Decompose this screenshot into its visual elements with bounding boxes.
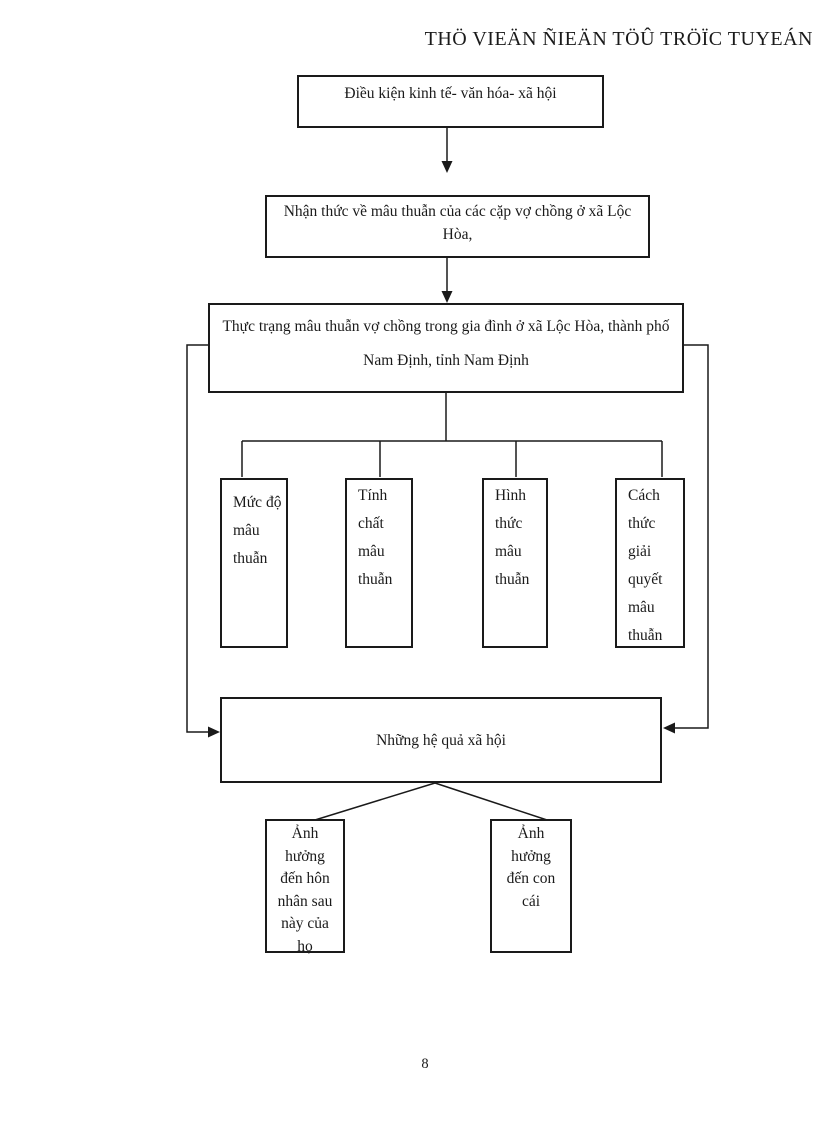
node-economic-conditions: Điều kiện kinh tế- văn hóa- xã hội: [297, 75, 604, 128]
node-conflict-level: Mức độ mâu thuẫn: [220, 478, 288, 648]
connector-consequences-marriage: [314, 782, 436, 821]
node-children-impact-label: Ảnh hưởng đến con cái: [506, 825, 556, 910]
node-economic-conditions-label: Điều kiện kinh tế- văn hóa- xã hội: [344, 85, 557, 102]
node-marriage-impact: Ảnh hưởng đến hôn nhân sau này của họ: [265, 819, 345, 955]
node-conflict-form-label: Hình thức mâu thuẫn: [495, 487, 530, 588]
connector-left-loop: [186, 344, 209, 733]
node-conflict-form: Hình thức mâu thuẫn: [482, 478, 548, 648]
node-conflict-nature: Tính chất mâu thuẫn: [345, 478, 413, 648]
node-social-consequences: Những hệ quả xã hội: [220, 697, 662, 783]
arrowhead-down-icon: [441, 291, 453, 303]
arrowhead-down-icon: [441, 161, 453, 173]
node-marriage-impact-label: Ảnh hưởng đến hôn nhân sau này của họ: [277, 825, 333, 955]
node-conflict-resolution: Cách thức giải quyết mâu thuẫn: [615, 478, 685, 648]
page-number: 8: [421, 1056, 429, 1072]
node-social-consequences-label: Những hệ quả xã hội: [376, 731, 506, 749]
connector-consequences-children: [434, 782, 548, 821]
node-conflict-awareness: Nhận thức về mâu thuẫn của các cặp vợ ch…: [265, 195, 650, 258]
node-conflict-awareness-label: Nhận thức về mâu thuẫn của các cặp vợ ch…: [283, 203, 632, 243]
arrowhead-left-icon: [663, 722, 675, 734]
node-conflict-reality: Thực trạng mâu thuẫn vợ chồng trong gia …: [208, 303, 684, 393]
node-conflict-nature-label: Tính chất mâu thuẫn: [358, 487, 393, 588]
node-conflict-reality-label: Thực trạng mâu thuẫn vợ chồng trong gia …: [222, 318, 670, 369]
node-conflict-resolution-label: Cách thức giải quyết mâu thuẫn: [628, 487, 663, 644]
node-children-impact: Ảnh hưởng đến con cái: [490, 819, 572, 953]
node-conflict-level-label: Mức độ mâu thuẫn: [233, 494, 282, 567]
library-watermark-text: THÖ VIEÄN ÑIEÄN TÖÛ TRÖÏC TUYEÁN: [424, 28, 813, 50]
arrowhead-right-icon: [208, 726, 220, 738]
